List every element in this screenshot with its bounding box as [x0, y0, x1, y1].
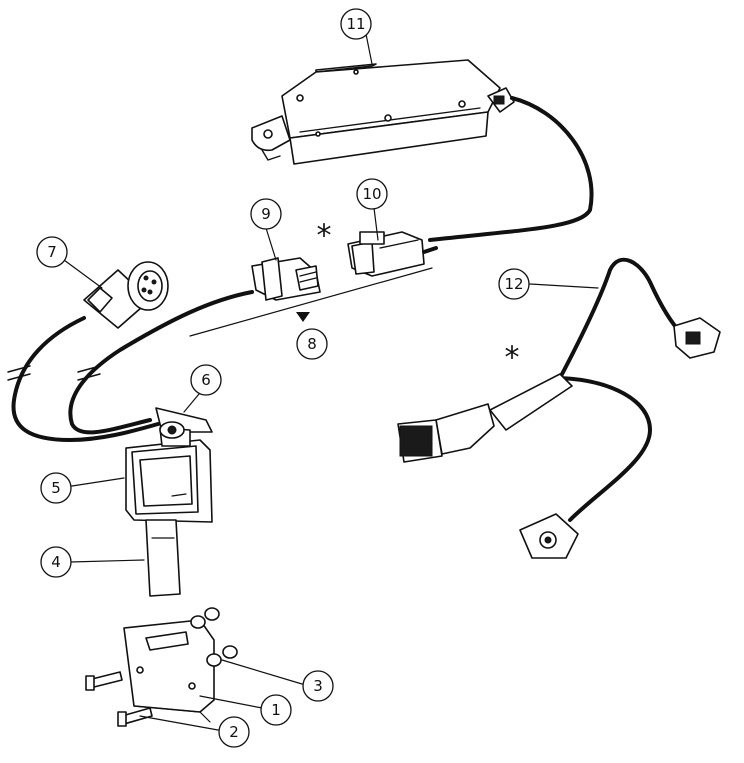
- svg-text:4: 4: [51, 553, 61, 571]
- svg-text:2: 2: [229, 723, 239, 741]
- control-unit-box: [251, 59, 515, 165]
- callout-5: 5: [40, 472, 72, 504]
- callout-9: 9: [250, 198, 282, 230]
- callout-4: 4: [40, 546, 72, 578]
- harness-12: [519, 257, 721, 559]
- callout-8: 8: [296, 328, 328, 360]
- svg-text:6: 6: [201, 371, 211, 389]
- round-plug-7: [83, 261, 169, 329]
- callout-12: 12: [498, 268, 530, 300]
- bolt-2: [85, 671, 153, 727]
- callout-2: 2: [218, 716, 250, 748]
- svg-text:10: 10: [362, 185, 381, 203]
- svg-text:11: 11: [346, 15, 365, 33]
- callout-11: 11: [340, 8, 372, 40]
- bracket-8: [189, 267, 433, 337]
- svg-text:1: 1: [271, 701, 281, 719]
- strap-4: [145, 519, 181, 597]
- nut-3: [190, 607, 238, 667]
- connector-9: [251, 257, 321, 301]
- callout-1: 1: [260, 694, 292, 726]
- callout-7: 7: [36, 236, 68, 268]
- pointer-triangle-icon: [296, 312, 310, 322]
- svg-text:9: 9: [261, 205, 271, 223]
- mounting-plate-1: [123, 619, 215, 723]
- callout-6: 6: [190, 364, 222, 396]
- svg-text:3: 3: [313, 677, 323, 695]
- connector-10: [347, 231, 438, 277]
- asterisk-marker-top: *: [317, 219, 332, 254]
- callout-10: 10: [356, 178, 388, 210]
- svg-text:5: 5: [51, 479, 61, 497]
- large-connector: [397, 373, 573, 463]
- svg-text:12: 12: [504, 275, 523, 293]
- svg-text:7: 7: [47, 243, 57, 261]
- control-box-5: [125, 439, 213, 523]
- leader-lines: [63, 33, 599, 731]
- asterisk-marker-right: *: [505, 341, 520, 376]
- svg-text:8: 8: [307, 335, 317, 353]
- cable-runs: [7, 96, 594, 442]
- mounting-clip-6: [155, 407, 213, 447]
- callout-3: 3: [302, 670, 334, 702]
